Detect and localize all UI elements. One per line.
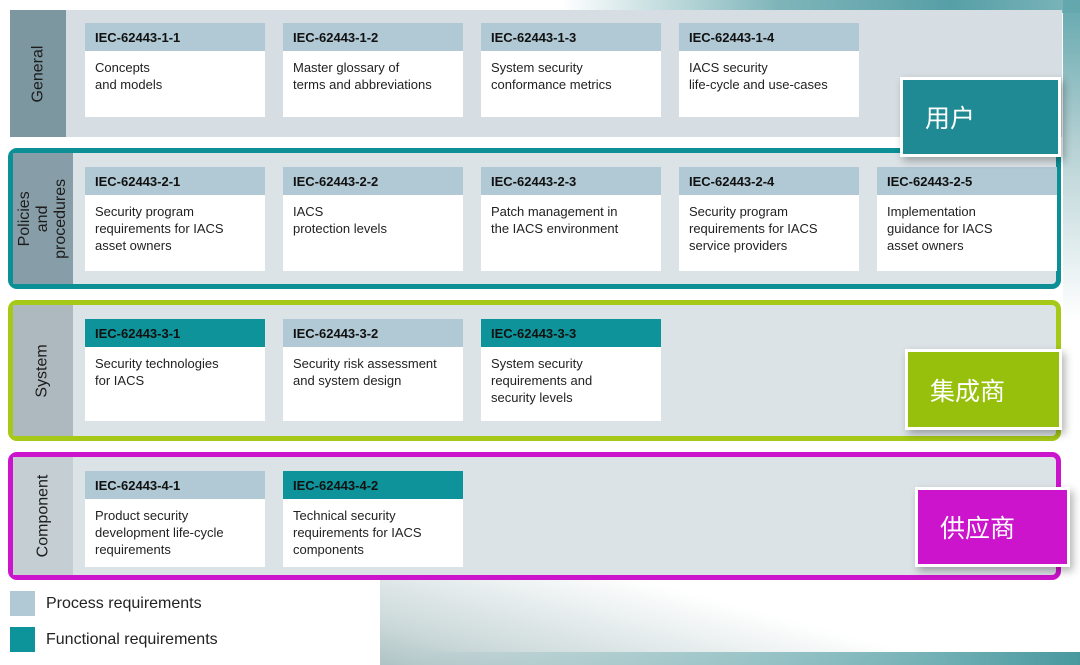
- row-general-sidebar: General: [10, 10, 66, 137]
- background-top-teal-band: [0, 0, 1080, 13]
- card-title: System security conformance metrics: [481, 51, 661, 117]
- card-title: System security requirements and securit…: [481, 347, 661, 421]
- card-iec-62443-3-1: IEC-62443-3-1 Security technologies for …: [85, 319, 265, 421]
- row-general-cards: IEC-62443-1-1 Concepts and models IEC-62…: [85, 23, 859, 117]
- row-policies-cards: IEC-62443-2-1 Security program requireme…: [85, 167, 1057, 271]
- row-component-cards: IEC-62443-4-1 Product security developme…: [85, 471, 463, 567]
- legend-label: Functional requirements: [46, 630, 218, 648]
- row-policies-label: Policies and procedures: [16, 178, 69, 259]
- card-iec-62443-2-3: IEC-62443-2-3 Patch management in the IA…: [481, 167, 661, 271]
- card-title: Patch management in the IACS environment: [481, 195, 661, 271]
- card-header: IEC-62443-1-1: [85, 23, 265, 51]
- background-bottom-right-gradient: [380, 570, 1080, 665]
- card-header: IEC-62443-3-3: [481, 319, 661, 347]
- card-header: IEC-62443-1-4: [679, 23, 859, 51]
- role-callout-integrator: 集成商: [905, 349, 1062, 430]
- row-component-label: Component: [34, 474, 51, 558]
- legend-functional-requirements: Functional requirements: [10, 627, 218, 652]
- card-title: Concepts and models: [85, 51, 265, 117]
- card-iec-62443-2-5: IEC-62443-2-5 Implementation guidance fo…: [877, 167, 1057, 271]
- card-title: IACS protection levels: [283, 195, 463, 271]
- card-title: IACS security life-cycle and use-cases: [679, 51, 859, 117]
- background-bottom-teal-edge: [420, 652, 1080, 665]
- card-header: IEC-62443-2-1: [85, 167, 265, 195]
- card-header: IEC-62443-2-2: [283, 167, 463, 195]
- card-header: IEC-62443-1-3: [481, 23, 661, 51]
- card-title: Security technologies for IACS: [85, 347, 265, 421]
- card-iec-62443-3-2: IEC-62443-3-2 Security risk assessment a…: [283, 319, 463, 421]
- card-header: IEC-62443-2-3: [481, 167, 661, 195]
- card-header: IEC-62443-2-5: [877, 167, 1057, 195]
- row-general-label: General: [29, 45, 47, 102]
- card-title: Master glossary of terms and abbreviatio…: [283, 51, 463, 117]
- card-iec-62443-1-2: IEC-62443-1-2 Master glossary of terms a…: [283, 23, 463, 117]
- card-header: IEC-62443-3-2: [283, 319, 463, 347]
- card-iec-62443-4-1: IEC-62443-4-1 Product security developme…: [85, 471, 265, 567]
- card-header: IEC-62443-4-2: [283, 471, 463, 499]
- card-iec-62443-1-1: IEC-62443-1-1 Concepts and models: [85, 23, 265, 117]
- card-title: Product security development life-cycle …: [85, 499, 265, 567]
- role-callout-supplier: 供应商: [915, 487, 1070, 567]
- row-general: General IEC-62443-1-1 Concepts and model…: [10, 10, 1062, 137]
- row-component: Component IEC-62443-4-1 Product security…: [8, 452, 1061, 580]
- card-title: Implementation guidance for IACS asset o…: [877, 195, 1057, 271]
- row-system: System IEC-62443-3-1 Security technologi…: [8, 300, 1061, 441]
- card-iec-62443-2-2: IEC-62443-2-2 IACS protection levels: [283, 167, 463, 271]
- card-iec-62443-1-3: IEC-62443-1-3 System security conformanc…: [481, 23, 661, 117]
- process-swatch-icon: [10, 591, 35, 616]
- functional-swatch-icon: [10, 627, 35, 652]
- card-iec-62443-4-2: IEC-62443-4-2 Technical security require…: [283, 471, 463, 567]
- card-title: Technical security requirements for IACS…: [283, 499, 463, 567]
- legend-label: Process requirements: [46, 594, 202, 612]
- card-header: IEC-62443-1-2: [283, 23, 463, 51]
- row-system-cards: IEC-62443-3-1 Security technologies for …: [85, 319, 661, 421]
- card-iec-62443-2-1: IEC-62443-2-1 Security program requireme…: [85, 167, 265, 271]
- row-system-sidebar: System: [13, 305, 73, 436]
- card-header: IEC-62443-4-1: [85, 471, 265, 499]
- card-title: Security program requirements for IACS a…: [85, 195, 265, 271]
- row-system-label: System: [34, 343, 51, 398]
- background-right-teal-strip: [1063, 0, 1080, 320]
- card-iec-62443-2-4: IEC-62443-2-4 Security program requireme…: [679, 167, 859, 271]
- card-header: IEC-62443-2-4: [679, 167, 859, 195]
- card-header: IEC-62443-3-1: [85, 319, 265, 347]
- row-policies-procedures: Policies and procedures IEC-62443-2-1 Se…: [8, 148, 1061, 289]
- legend-process-requirements: Process requirements: [10, 591, 202, 616]
- card-title: Security risk assessment and system desi…: [283, 347, 463, 421]
- card-iec-62443-3-3: IEC-62443-3-3 System security requiremen…: [481, 319, 661, 421]
- role-callout-user: 用户: [900, 77, 1061, 157]
- card-title: Security program requirements for IACS s…: [679, 195, 859, 271]
- card-iec-62443-1-4: IEC-62443-1-4 IACS security life-cycle a…: [679, 23, 859, 117]
- row-policies-sidebar: Policies and procedures: [13, 153, 73, 284]
- row-component-sidebar: Component: [13, 457, 73, 575]
